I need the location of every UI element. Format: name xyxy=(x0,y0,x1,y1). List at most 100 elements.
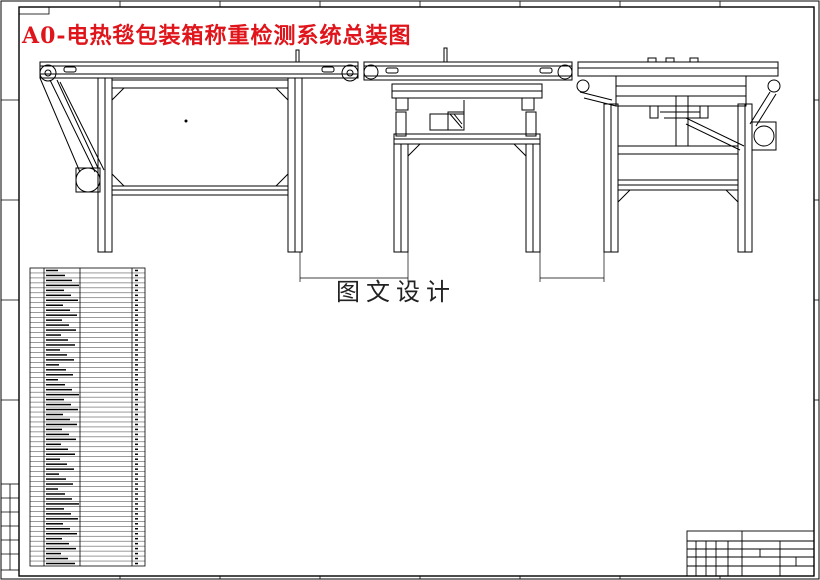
bom-row-text xyxy=(46,359,74,361)
revision-column xyxy=(0,483,20,571)
bom-row-qty xyxy=(135,408,138,411)
bom-row-qty xyxy=(135,329,138,331)
bom-row-qty xyxy=(135,279,138,282)
bom-row-qty xyxy=(135,379,138,381)
bom-row-text xyxy=(46,388,72,391)
bom-row-qty xyxy=(135,443,138,446)
bom-row-text xyxy=(46,314,77,316)
bom-row-qty xyxy=(135,339,138,341)
bill-of-materials-table xyxy=(29,267,146,567)
bom-row-text xyxy=(46,393,79,396)
bom-row-qty xyxy=(135,493,138,495)
bom-row-qty xyxy=(135,383,138,386)
bom-row-text xyxy=(46,438,76,441)
bom-row-text xyxy=(46,418,70,421)
bom-row-qty xyxy=(135,344,138,346)
bom-row-qty xyxy=(135,547,138,550)
bom-row-text xyxy=(46,324,69,326)
bom-row-text xyxy=(46,383,65,386)
bom-row-qty xyxy=(135,438,138,441)
bom-row-qty xyxy=(135,478,138,480)
bom-row-qty xyxy=(135,428,138,431)
bom-row-text xyxy=(46,423,77,426)
bom-row-qty xyxy=(135,552,138,555)
bom-row-qty xyxy=(135,448,138,451)
bom-row-text xyxy=(46,413,63,416)
bom-row-text xyxy=(46,557,68,560)
bom-row-text xyxy=(46,508,64,510)
bom-row-qty xyxy=(135,354,138,356)
bom-row-qty xyxy=(135,359,138,361)
bom-row-text xyxy=(46,344,75,346)
bom-row-qty xyxy=(135,393,138,396)
bom-row-qty xyxy=(135,423,138,426)
bom-row-text xyxy=(46,552,61,555)
bom-row-text xyxy=(46,279,72,282)
bom-row-qty xyxy=(135,269,138,272)
bom-row-text xyxy=(46,468,74,470)
bom-row-qty xyxy=(135,532,138,535)
bom-row-qty xyxy=(135,274,138,277)
bom-row-qty xyxy=(135,324,138,326)
dimension-lines xyxy=(299,252,605,282)
bom-row-text xyxy=(46,304,63,306)
bom-row-qty xyxy=(135,319,138,321)
watermark-text: 图文设计 xyxy=(336,278,456,306)
bom-row-qty xyxy=(135,309,138,311)
bom-row-text xyxy=(46,503,79,505)
bom-row-text xyxy=(46,473,59,475)
bom-row-text xyxy=(46,299,78,302)
side-view xyxy=(363,47,573,253)
bom-row-qty xyxy=(135,299,138,302)
bom-row-text xyxy=(46,537,62,540)
bom-row-text xyxy=(46,562,75,565)
drawing-title: A0-电热毯包装箱称重检测系统总装图 xyxy=(22,23,412,49)
title-block xyxy=(686,530,815,577)
bom-row-qty xyxy=(135,418,138,421)
end-view xyxy=(576,57,781,253)
bom-row-text xyxy=(46,349,60,351)
bom-row-qty xyxy=(135,473,138,475)
bom-row-qty xyxy=(135,523,138,525)
bom-row-text xyxy=(46,458,60,460)
bom-row-qty xyxy=(135,518,138,520)
bom-row-qty xyxy=(135,463,138,465)
bom-row-qty xyxy=(135,294,138,297)
bom-row-qty xyxy=(135,458,138,460)
bom-row-text xyxy=(46,408,78,411)
bom-row-qty xyxy=(135,537,138,540)
front-view xyxy=(39,49,359,253)
bom-row-qty xyxy=(135,453,138,455)
bom-row-qty xyxy=(135,334,138,336)
bom-row-qty xyxy=(135,413,138,416)
bom-row-text xyxy=(46,294,71,297)
bom-row-text xyxy=(46,379,58,381)
bom-row-text xyxy=(46,528,70,530)
bom-row-qty xyxy=(135,403,138,406)
bom-row-qty xyxy=(135,557,138,560)
bom-row-text xyxy=(46,284,79,287)
bom-row-text xyxy=(46,274,65,277)
bom-row-text xyxy=(46,354,67,356)
bom-row-text xyxy=(46,369,66,371)
bom-row-text xyxy=(46,532,77,535)
bom-row-qty xyxy=(135,349,138,351)
bom-row-qty xyxy=(135,284,138,287)
bom-row-text xyxy=(46,478,66,480)
bom-row-text xyxy=(46,547,76,550)
bom-row-qty xyxy=(135,483,138,485)
bom-row-qty xyxy=(135,374,138,376)
bom-row-text xyxy=(46,463,67,465)
bom-row-text xyxy=(46,403,71,406)
bom-row-text xyxy=(46,269,58,272)
bom-row-qty xyxy=(135,388,138,391)
bom-row-qty xyxy=(135,314,138,316)
bom-row-text xyxy=(46,518,78,520)
bom-row-text xyxy=(46,428,62,431)
bom-row-qty xyxy=(135,488,138,490)
bom-row-qty xyxy=(135,562,138,565)
bom-row-text xyxy=(46,339,68,341)
bom-row-qty xyxy=(135,369,138,371)
